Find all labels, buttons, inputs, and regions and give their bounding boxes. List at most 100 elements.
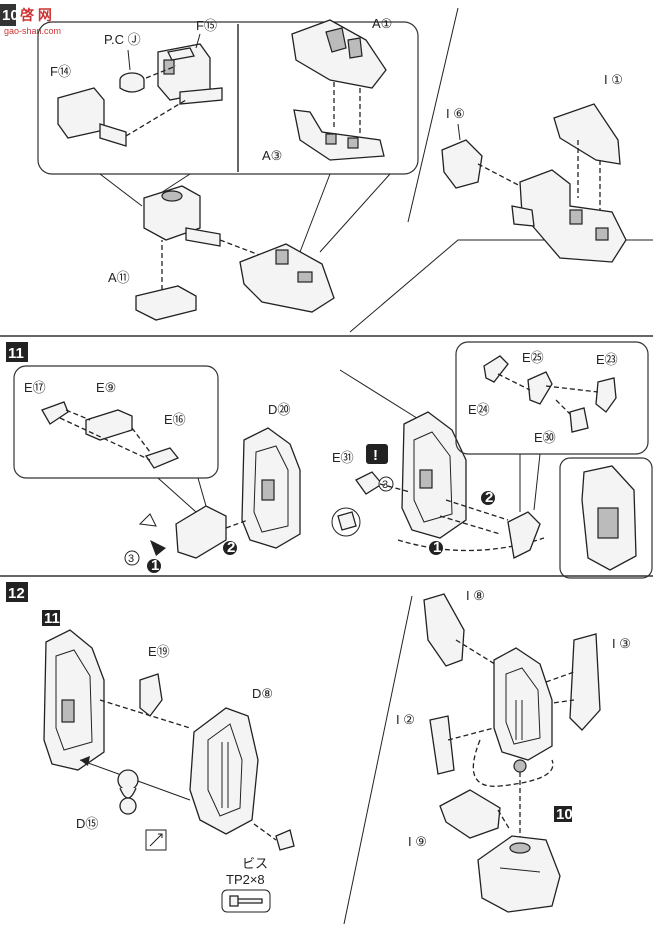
sequence-step-3b: 3 [378,476,394,492]
part-i3 [569,633,601,731]
part-d20 [241,427,301,549]
rotate-arrow-icon [138,513,157,527]
svg-text:10: 10 [2,7,19,24]
detail-circle-e31 [331,507,361,537]
callout-box-f-parts [37,21,419,175]
sequence-step-3: 3 [124,550,140,566]
part-e-linkage [507,511,541,559]
part-e31 [355,471,383,495]
part-f-assembly [143,185,221,247]
step-11-badge [6,342,28,362]
sequence-step-1b: 1 [429,539,443,556]
inset-view [559,457,653,579]
part-d8 [189,707,259,835]
label-d20: D⑳ [268,402,290,417]
label-f15: F⑮ [196,18,217,33]
label-i9: I ⑨ [408,834,427,849]
part-e30 [569,407,589,433]
rotate-arrow-dark-icon [150,540,166,556]
label-e19: E⑲ [148,644,170,659]
svg-text:!: ! [373,447,378,464]
step-12-badge [6,582,28,602]
part-frame-center [401,411,467,539]
part-e9-assembly [175,505,227,559]
label-e31: E㉛ [332,450,354,465]
step-10-section: F⑮ P.C Ⓙ F⑭ A① A③ [37,7,653,333]
watermark-cn: 啓 网 [20,7,52,23]
part-f14 [57,87,127,147]
svg-text:3: 3 [128,553,134,565]
ref-step-11-badge [42,610,60,626]
label-a1: A① [372,16,392,31]
svg-text:10: 10 [556,806,573,823]
callout-pointer-e [157,477,207,513]
part-a3 [293,109,385,161]
svg-text:1: 1 [433,539,441,556]
watermark: 10 啓 网 gao-shan.com [0,4,61,36]
part-step10-assembly [477,835,561,913]
svg-text:2: 2 [227,539,235,556]
callout-box-e-parts [13,365,219,479]
callout-pointer-a [299,173,391,253]
part-e9 [85,409,133,441]
sequence-step-2b: 2 [481,489,495,506]
watermark-url: gao-shan.com [4,26,61,36]
part-e25 [527,371,553,405]
ref-step-10-badge [554,806,572,822]
label-e30: E㉚ [534,430,556,445]
step-12-section: 12 11 E⑲ D⑧ D⑮ ビス TP2×8 [6,582,631,925]
part-i2 [429,715,455,775]
label-e23: E㉓ [596,352,618,367]
callout-box-e-linkage [455,341,649,455]
label-e25: E㉕ [522,350,544,365]
label-i6: I ⑥ [446,106,465,121]
label-d8: D⑧ [252,686,273,701]
label-e24: E㉔ [468,402,490,417]
sequence-step-1: 1 [147,557,161,574]
part-e19 [139,673,163,717]
step-divider-10a [407,7,459,223]
step-12-number: 12 [8,585,25,602]
label-pcj: P.C Ⓙ [104,32,141,47]
part-d15 [117,769,139,815]
part-i1 [553,103,621,165]
part-pcj [119,72,145,93]
label-e9: E⑨ [96,380,116,395]
screw-spec: TP2×8 [226,872,265,887]
part-e24 [483,355,509,383]
label-a3: A③ [262,148,282,163]
part-e17 [41,401,69,425]
part-i-assembly [511,169,627,263]
part-a-base [239,243,335,313]
label-e17: E⑰ [24,380,46,395]
part-e16 [144,447,180,469]
label-a11: A⑪ [108,270,130,285]
part-i6 [441,139,483,189]
step-11-number: 11 [8,345,24,362]
part-i9 [439,789,501,839]
label-f14: F⑭ [50,64,71,79]
part-screw-head [275,829,295,851]
sequence-step-2: 2 [223,539,237,556]
screw-name: ビス [242,856,268,871]
part-e23 [595,377,617,413]
step-divider-12 [343,595,413,925]
part-a1 [291,19,387,89]
svg-text:3: 3 [382,479,388,491]
step-11-section: 11 E⑰ E⑨ E⑯ D⑳ 3 1 2 [6,341,653,579]
part-f15 [157,43,223,105]
label-d15: D⑮ [76,816,98,831]
part-main-assembly [493,647,553,773]
caution-icon: ! [366,444,388,464]
label-i8: I ⑧ [466,588,485,603]
svg-text:11: 11 [44,610,60,627]
label-e16: E⑯ [164,412,186,427]
part-i8 [423,593,465,667]
label-i3: I ③ [612,636,631,651]
label-i1: I ① [604,72,623,87]
label-i2: I ② [396,712,415,727]
screw-icon [229,895,263,907]
part-step11-assembly [43,629,105,771]
svg-text:1: 1 [151,557,159,574]
